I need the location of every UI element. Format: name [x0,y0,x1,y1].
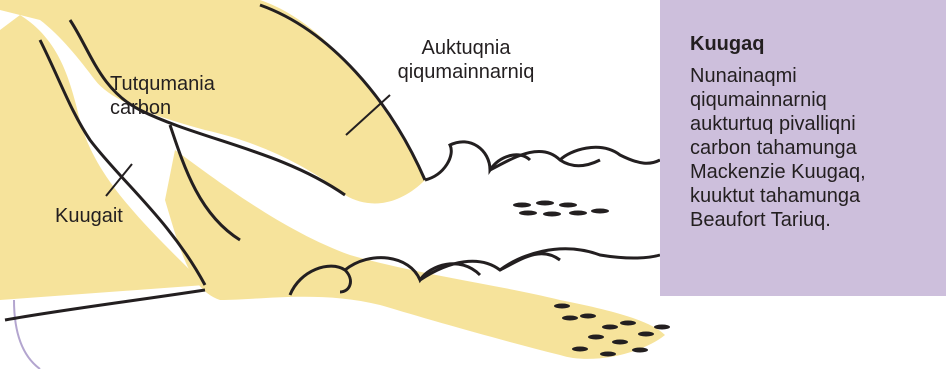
label-resuspended-sediment: Auktuqnia qiqumainnarniq [376,36,556,84]
label-river-channels: Kuugait [55,204,123,228]
wave-icon [425,142,660,180]
frame-border [14,300,40,369]
panel-body: Nunainaqmi qiqumainnarniq aukturtuq piva… [690,64,934,232]
leader-line-kuugait [106,164,132,196]
label-left-bank-carbon: Tutqumania carbon [110,72,215,120]
panel-title: Kuugaq [690,32,934,56]
info-panel: Kuugaq Nunainaqmi qiqumainnarniq aukturt… [660,0,946,296]
